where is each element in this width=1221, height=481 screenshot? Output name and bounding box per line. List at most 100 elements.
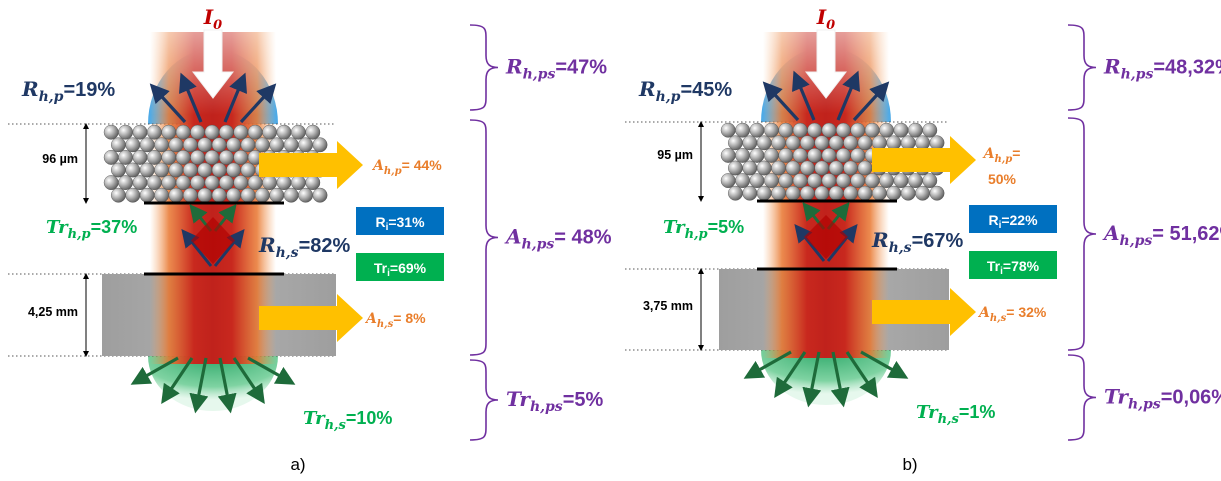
coating-particle (864, 122, 880, 138)
coating-particle (305, 124, 321, 140)
coating-particle (233, 124, 249, 140)
tri-symbol: Tr (987, 258, 1001, 274)
absorptance-bracket (469, 119, 499, 356)
coating-particle (850, 147, 866, 163)
coating-absorptance-label-subscript: h,p (994, 154, 1012, 165)
coating-particle (735, 147, 750, 163)
total-absorptance-label-subscript: h,ps (1120, 233, 1153, 249)
coating-particle (764, 173, 779, 189)
absorptance-bracket (1067, 117, 1097, 351)
substrate-reflectance-label-symbol: R (258, 233, 276, 257)
coating-particle (893, 122, 909, 138)
coating-thickness-label: 96 µm (42, 152, 78, 166)
coating-particle (197, 162, 213, 178)
reflection-arrow (239, 83, 277, 124)
coating-particle (204, 149, 220, 165)
total-transmittance-label-value: =5% (563, 389, 604, 411)
coating-particle (139, 187, 155, 203)
coating-transmittance-label: Trh,p=5% (663, 217, 744, 242)
coating-particle (893, 173, 909, 189)
coating-transmittance-label-subscript: h,p (685, 227, 708, 242)
substrate-reflectance-label: Rh,s=82% (258, 233, 350, 261)
coating-particle (103, 124, 119, 140)
coating-particle (742, 160, 758, 176)
coating-absorptance-label-symbol: A (371, 158, 384, 174)
coating-particle (190, 149, 206, 165)
substrate-absorptance-label-subscript: h,s (377, 319, 394, 330)
tri-subscript: i (387, 268, 390, 279)
coating-particle (161, 149, 177, 165)
coating-particle (118, 149, 134, 165)
coating-particle (226, 137, 242, 153)
coating-particle (886, 185, 902, 201)
coating-particle (742, 135, 758, 151)
coating-particle (908, 122, 923, 138)
coating-particle (139, 162, 155, 178)
substrate-reflectance-label-symbol: R (871, 228, 889, 252)
coating-particle (742, 185, 758, 201)
internal-arrow-navy (826, 223, 858, 262)
coating-particle (190, 124, 206, 140)
coating-particle (204, 175, 220, 191)
coating-particle (146, 149, 162, 165)
coating-particle (872, 135, 887, 151)
ri-subscript: i (999, 220, 1002, 231)
coating-particle (254, 187, 270, 203)
total-transmittance-label-subscript: h,ps (1128, 397, 1161, 413)
total-reflectance-label-value: =48,32% (1153, 57, 1221, 79)
coating-particle (211, 137, 227, 153)
coating-particle (792, 122, 808, 138)
coating-particle (864, 173, 880, 189)
coating-absorptance-label-subscript: h,p (384, 166, 402, 177)
reflectance-bracket (1067, 24, 1097, 111)
coating-particle (146, 175, 162, 191)
substrate-absorptance-label-value: = 8% (393, 310, 426, 326)
substrate-transmittance-label-subscript: h,s (938, 412, 960, 427)
coating-particle (175, 149, 191, 165)
tri-box (969, 251, 1057, 279)
substrate-absorptance-label: Ah,s= 32% (977, 304, 1047, 324)
coating-particle (836, 122, 851, 138)
coating-reflectance-label: Rh,p=45% (638, 77, 732, 105)
coating-particle (197, 187, 213, 203)
coating-particle (247, 175, 263, 191)
coating-absorptance-label: Ah,p= 44% (371, 157, 442, 177)
substrate-transmittance-label-subscript: h,s (325, 418, 347, 433)
coating-particle (283, 137, 299, 153)
coating-particle (728, 135, 743, 151)
coating-particle (111, 162, 126, 178)
total-reflectance-label-value: =47% (555, 57, 607, 79)
coating-particle (821, 173, 837, 189)
coating-particle (850, 122, 866, 138)
coating-particle (168, 162, 184, 178)
coating-transmittance-label-value: =37% (91, 217, 138, 237)
coating-particle (821, 122, 837, 138)
coating-transmittance-label-symbol: Tr (663, 217, 686, 238)
transmission-arrow (860, 350, 909, 379)
coating-particle (211, 162, 227, 178)
coating-particle (132, 149, 148, 165)
coating-particle (915, 135, 930, 151)
coating-particle (111, 137, 126, 153)
coating-particle (814, 135, 830, 151)
coating-particle (276, 124, 292, 140)
substrate-transmittance-label-symbol: Tr (303, 408, 326, 429)
coating-particle (125, 162, 141, 178)
total-reflectance-label-subscript: h,ps (1121, 67, 1154, 83)
substrate-reflectance-label-subscript: h,s (276, 245, 299, 261)
coating-particle (857, 185, 873, 201)
coating-particle (749, 173, 765, 189)
coating-particle (879, 173, 894, 189)
coating-particle (778, 122, 794, 138)
coating-particle (764, 147, 779, 163)
coating-particle (756, 160, 772, 176)
ri-value: =22% (1001, 212, 1038, 228)
ri-value: =31% (388, 214, 425, 230)
total-absorptance-label-value: = 48% (554, 227, 611, 249)
coating-particle (211, 187, 227, 203)
coating-particle (850, 173, 866, 189)
coating-particle (929, 185, 945, 201)
reflection-arrow (836, 70, 860, 121)
transmission-arrow (774, 351, 807, 398)
substrate-transmittance-label-symbol: Tr (916, 402, 939, 423)
